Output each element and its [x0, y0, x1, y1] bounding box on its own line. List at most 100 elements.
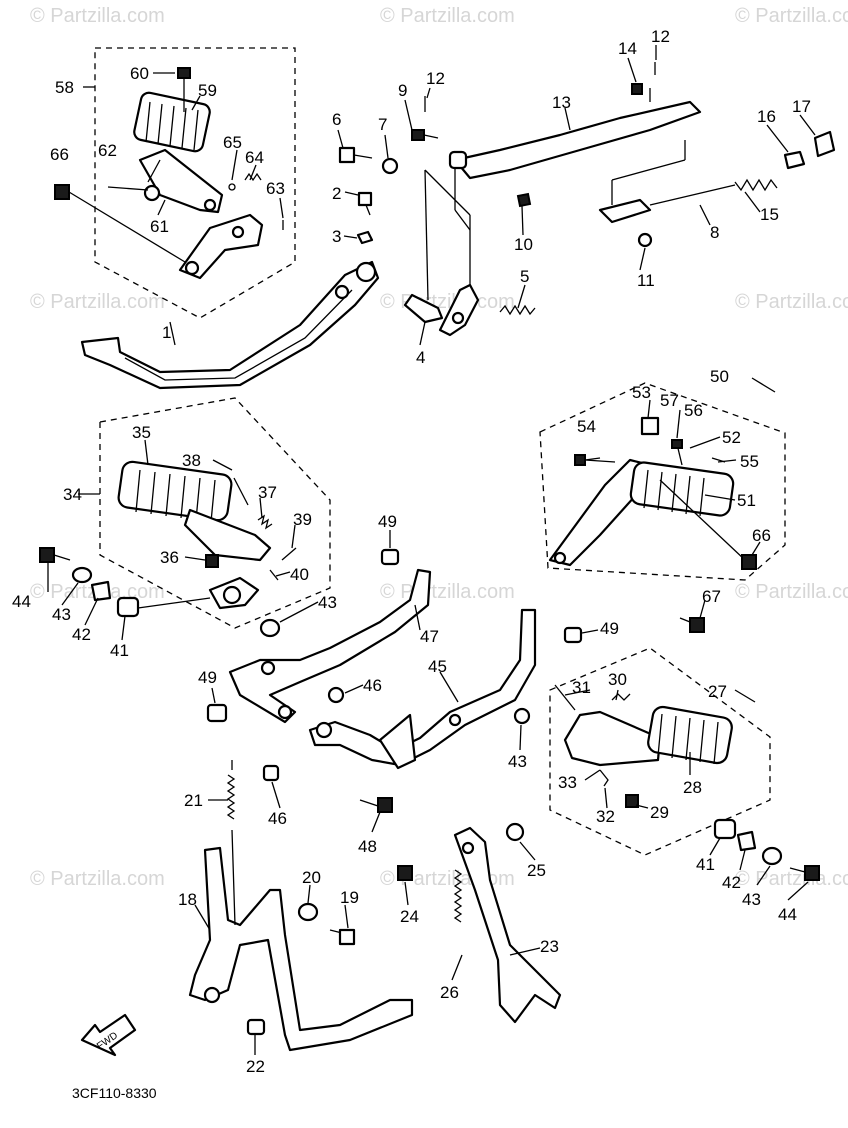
callout-label: 44: [778, 905, 797, 924]
diagram-code: 3CF110-8330: [72, 1085, 157, 1101]
callout-label: 19: [340, 888, 359, 907]
callout-label: 26: [440, 983, 459, 1002]
callout-label: 49: [198, 668, 217, 687]
watermark: © Partzilla.com: [735, 868, 848, 890]
callout-label: 12: [426, 69, 445, 88]
callout-label: 59: [198, 81, 217, 100]
callout-label: 2: [332, 184, 341, 203]
callout-label: 41: [696, 855, 715, 874]
watermark: © Partzilla.com: [380, 581, 515, 603]
fwd-arrow-icon: FWD: [80, 1013, 137, 1057]
callout-label: 12: [651, 27, 670, 46]
callout-label: 1: [162, 323, 171, 342]
callout-label: 55: [740, 452, 759, 471]
callout-label: 56: [684, 401, 703, 420]
callout-label: 22: [246, 1057, 265, 1076]
callout-label: 25: [527, 861, 546, 880]
callout-label: 10: [514, 235, 533, 254]
callout-label: 42: [722, 873, 741, 892]
leader-lines: [47, 45, 816, 1055]
callout-label: 60: [130, 64, 149, 83]
group-box-58: [94, 47, 296, 319]
callout-label: 51: [737, 491, 756, 510]
callout-label: 41: [110, 641, 129, 660]
callout-label: 7: [378, 115, 387, 134]
callout-label: 43: [508, 752, 527, 771]
callout-label: 6: [332, 110, 341, 129]
watermark: © Partzilla.com: [735, 581, 848, 603]
watermark: © Partzilla.com: [30, 5, 165, 27]
group-box-50: [539, 382, 786, 581]
callout-labels: 1 2 3 4 5 6 7 8 9 10 11 12 12 13 14 15 1…: [12, 27, 811, 1076]
group-box-34: [99, 397, 331, 629]
callout-label: 52: [722, 428, 741, 447]
callout-label: 62: [98, 141, 117, 160]
part-footrest-assy-34: [117, 460, 297, 610]
callout-label: 3: [332, 227, 341, 246]
callout-label: 4: [416, 348, 425, 367]
part-footrest-assy-27: [554, 684, 820, 881]
callout-label: 64: [245, 148, 264, 167]
callout-label: 66: [50, 145, 69, 164]
callout-label: 61: [150, 217, 169, 236]
parts-drawing: FWD: [39, 62, 836, 1057]
callout-label: 14: [618, 39, 637, 58]
callout-label: 50: [710, 367, 729, 386]
callout-label: 58: [55, 78, 74, 97]
part-left-hardware: [39, 547, 281, 638]
part-footrest-assy-58: [54, 67, 284, 280]
callout-label: 42: [72, 625, 91, 644]
callout-label: 49: [600, 619, 619, 638]
group-outlines: [94, 47, 786, 856]
callout-label: 16: [757, 107, 776, 126]
callout-label: 13: [552, 93, 571, 112]
callout-label: 67: [702, 587, 721, 606]
callout-label: 27: [708, 682, 727, 701]
callout-label: 32: [596, 807, 615, 826]
callout-label: 28: [683, 778, 702, 797]
callout-label: 45: [428, 657, 447, 676]
callout-label: 20: [302, 868, 321, 887]
callout-label: 46: [363, 676, 382, 695]
group-box-27: [549, 647, 771, 856]
callout-label: 43: [742, 890, 761, 909]
callout-label: 30: [608, 670, 627, 689]
callout-label: 43: [52, 605, 71, 624]
watermark: © Partzilla.com: [380, 291, 515, 313]
part-frame-47: [228, 568, 432, 724]
callout-label: 48: [358, 837, 377, 856]
watermark: © Partzilla.com: [735, 5, 848, 27]
watermark: © Partzilla.com: [735, 291, 848, 313]
callout-label: 17: [792, 97, 811, 116]
callout-label: 18: [178, 890, 197, 909]
callout-label: 34: [63, 485, 82, 504]
callout-label: 44: [12, 592, 31, 611]
callout-label: 23: [540, 937, 559, 956]
callout-label: 8: [710, 223, 719, 242]
callout-label: 5: [520, 267, 529, 286]
callout-label: 65: [223, 133, 242, 152]
callout-label: 40: [290, 565, 309, 584]
watermark: © Partzilla.com: [30, 868, 165, 890]
part-main-stand-18: [188, 760, 414, 1052]
callout-label: 31: [572, 678, 591, 697]
callout-label: 57: [660, 391, 679, 410]
part-cable-8: [598, 130, 836, 248]
callout-label: 66: [752, 526, 771, 545]
watermark: © Partzilla.com: [30, 291, 165, 313]
part-misc-fasteners: [206, 548, 583, 881]
callout-label: 38: [182, 451, 201, 470]
callout-label: 11: [637, 271, 655, 290]
callout-label: 53: [632, 383, 651, 402]
callout-label: 21: [184, 791, 203, 810]
callout-label: 9: [398, 81, 407, 100]
part-footrest-assy-50: [548, 416, 757, 633]
part-brake-pedal-1: [80, 260, 380, 390]
callout-label: 29: [650, 803, 669, 822]
callout-label: 49: [378, 512, 397, 531]
callout-label: 35: [132, 423, 151, 442]
watermark: © Partzilla.com: [380, 5, 515, 27]
callout-label: 33: [558, 773, 577, 792]
part-brake-rod-13: [411, 62, 702, 208]
